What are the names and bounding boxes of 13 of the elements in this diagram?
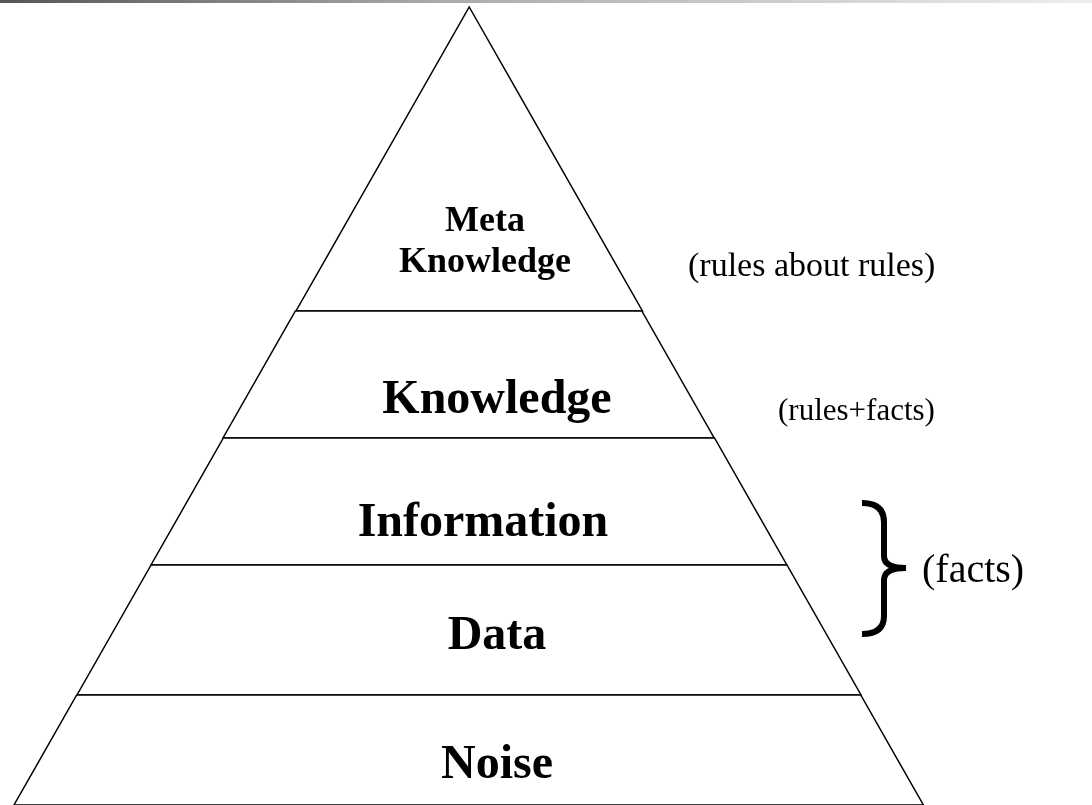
pyramid-band: [295, 7, 643, 311]
band-label: Meta Knowledge: [397, 198, 572, 282]
band-label: Data: [446, 605, 548, 661]
band-label: Knowledge: [381, 369, 613, 425]
pyramid-band: [14, 695, 924, 805]
pyramid-band: [76, 565, 861, 695]
side-note: (facts): [922, 544, 1025, 592]
pyramid-band: [151, 438, 787, 565]
side-note: (rules about rules): [688, 246, 936, 284]
band-label: Noise: [440, 734, 554, 790]
band-label: Information: [356, 492, 610, 548]
pyramid-band: [223, 311, 715, 438]
side-note: (rules+facts): [778, 392, 935, 428]
